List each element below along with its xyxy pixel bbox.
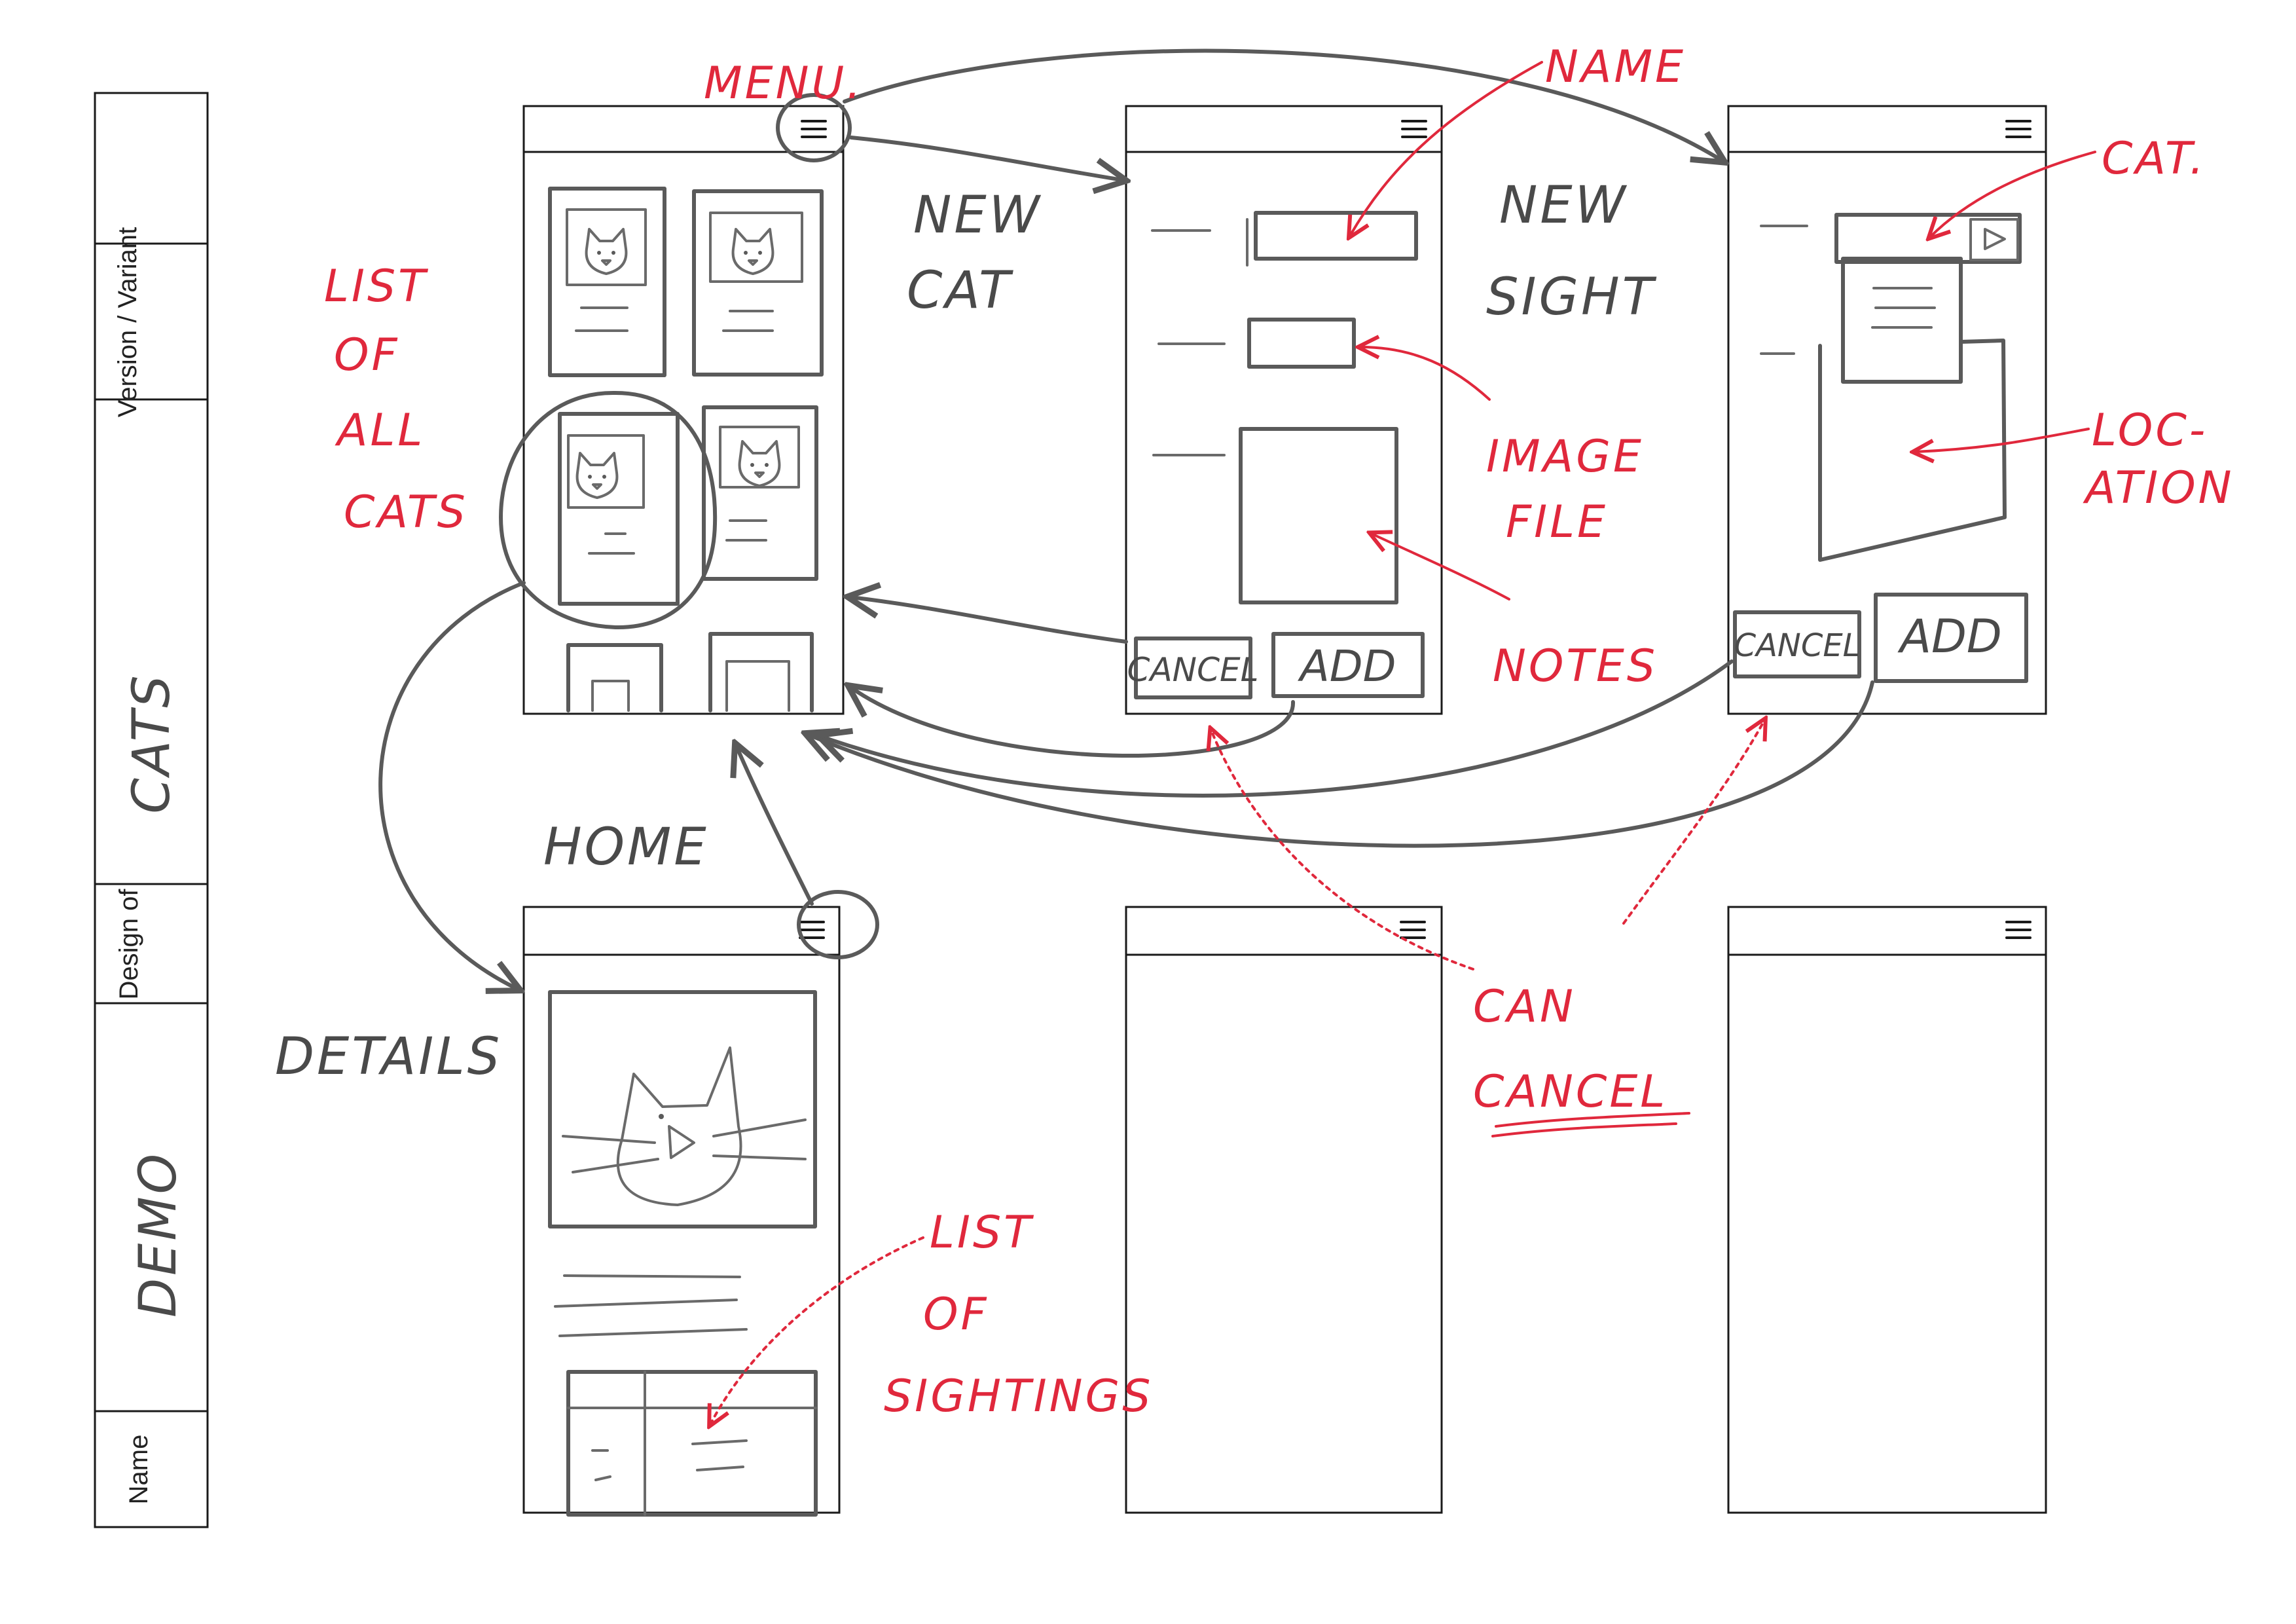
screen-list-of-cats bbox=[499, 105, 845, 715]
cancel-button[interactable]: CANCEL bbox=[1733, 610, 1861, 678]
cat-image bbox=[548, 990, 817, 1228]
list-of-sightings-annotation: SIGHTINGS bbox=[884, 1371, 1153, 1422]
gray-labels: NEW CAT NEW SIGHT HOME DETAILS bbox=[275, 176, 1657, 1086]
list-of-all-cats-annotation: LIST bbox=[324, 261, 428, 312]
new-cat-label-1: NEW bbox=[913, 186, 1042, 245]
image-file-field[interactable] bbox=[1247, 318, 1356, 369]
design-of-label: Design of bbox=[115, 889, 143, 1000]
home-label: HOME bbox=[543, 818, 709, 877]
name-annotation: NAME bbox=[1545, 41, 1686, 93]
add-button[interactable]: ADD bbox=[1271, 632, 1425, 698]
name-field[interactable] bbox=[1254, 211, 1418, 261]
cancel-button[interactable]: CANCEL bbox=[1127, 637, 1259, 699]
name-value: DEMO bbox=[129, 1151, 188, 1318]
list-of-sightings-annotation: OF bbox=[923, 1289, 989, 1340]
selection-circle bbox=[499, 390, 718, 630]
location-annotation: ATION bbox=[2083, 462, 2234, 514]
list-item[interactable] bbox=[702, 405, 818, 581]
dropdown-arrow-icon bbox=[1984, 228, 2006, 250]
new-sight-label-1: NEW bbox=[1499, 176, 1628, 235]
list-of-all-cats-annotation: ALL bbox=[335, 405, 425, 456]
list-item[interactable] bbox=[548, 187, 666, 377]
svg-text:ADD: ADD bbox=[1897, 610, 2002, 663]
location-map[interactable] bbox=[1818, 339, 2007, 562]
name-label: Name bbox=[124, 1435, 153, 1505]
location-annotation: LOC- bbox=[2092, 405, 2208, 456]
flow-arrows bbox=[378, 48, 1874, 989]
cat-dropdown[interactable] bbox=[1834, 213, 2022, 264]
design-of-value: CATS bbox=[122, 673, 181, 813]
screen-details bbox=[522, 906, 841, 1517]
list-of-all-cats-annotation: CATS bbox=[344, 487, 468, 538]
can-cancel-annotation: CAN bbox=[1473, 981, 1576, 1033]
image-file-annotation: FILE bbox=[1506, 496, 1608, 548]
menu-annotation: MENU. bbox=[704, 58, 864, 109]
cat-annotation: CAT. bbox=[2102, 133, 2206, 185]
image-file-annotation: IMAGE bbox=[1486, 431, 1644, 483]
add-button[interactable]: ADD bbox=[1874, 593, 2028, 683]
new-sight-label-2: SIGHT bbox=[1486, 268, 1657, 327]
title-block: Version / Variant Design of Name CATS DE… bbox=[94, 92, 209, 1528]
notes-field[interactable] bbox=[1239, 427, 1398, 604]
screen-empty bbox=[1727, 906, 2047, 1514]
sightings-table[interactable] bbox=[566, 1370, 818, 1517]
screen-empty bbox=[1125, 906, 1443, 1514]
can-cancel-annotation: CANCEL bbox=[1473, 1066, 1667, 1118]
screen-new-sight: CANCEL ADD bbox=[1727, 105, 2047, 715]
list-item[interactable] bbox=[692, 189, 824, 377]
list-item[interactable] bbox=[558, 412, 680, 606]
list-of-sightings-annotation: LIST bbox=[930, 1207, 1034, 1259]
dropdown-list[interactable] bbox=[1841, 257, 1963, 384]
details-label: DETAILS bbox=[275, 1027, 502, 1086]
red-annotations: MENU. LIST OF ALL CATS NAME CAT. IMAGE F… bbox=[324, 41, 2234, 1424]
svg-text:CANCEL: CANCEL bbox=[1734, 627, 1861, 664]
screen-new-cat: CANCEL ADD bbox=[1125, 105, 1443, 715]
svg-text:CANCEL: CANCEL bbox=[1127, 651, 1259, 689]
version-label: Version / Variant bbox=[113, 227, 142, 418]
notes-annotation: NOTES bbox=[1493, 640, 1658, 692]
list-of-all-cats-annotation: OF bbox=[334, 329, 400, 381]
svg-text:ADD: ADD bbox=[1298, 641, 1396, 692]
new-cat-label-2: CAT bbox=[907, 261, 1013, 320]
